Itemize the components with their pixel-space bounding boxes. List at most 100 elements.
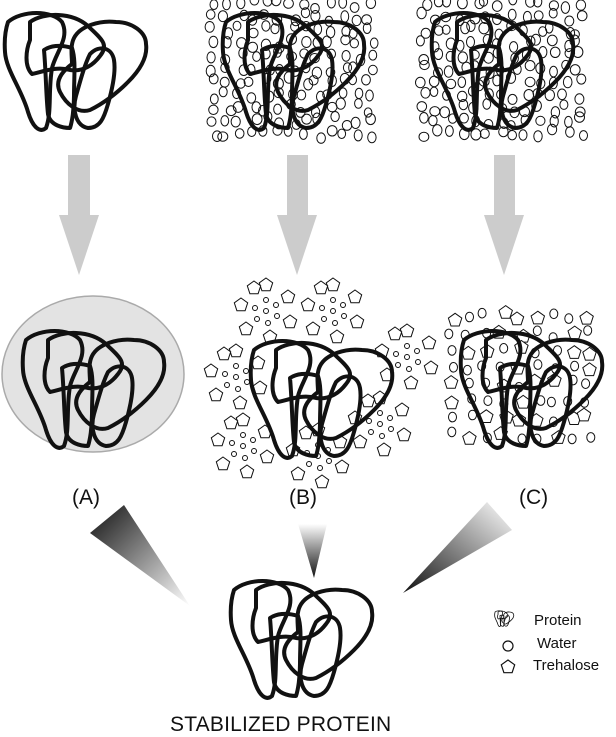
water-molecule — [457, 0, 468, 10]
legend-trehalose-label: Trehalose — [533, 657, 600, 674]
water-molecule — [560, 1, 571, 14]
trehalose-molecule — [567, 325, 582, 340]
water-molecule — [249, 0, 260, 6]
water-molecule — [448, 411, 457, 423]
water-molecule — [557, 88, 567, 101]
water-molecule — [525, 0, 536, 8]
water-molecule — [205, 9, 216, 20]
water-molecule — [428, 115, 438, 127]
water-molecule — [251, 101, 262, 114]
water-molecule — [326, 125, 338, 137]
water-molecule — [363, 107, 373, 118]
water-molecule — [419, 59, 430, 71]
water-molecule — [548, 7, 558, 19]
legend-trehalose-icon — [500, 659, 516, 674]
trehalose-molecule — [582, 362, 597, 377]
water-molecule — [415, 35, 425, 47]
water-molecule — [549, 46, 561, 58]
water-molecule — [235, 78, 246, 89]
water-molecule — [338, 87, 348, 99]
water-molecule — [457, 51, 468, 64]
water-molecule — [251, 113, 263, 126]
water-molecule — [362, 22, 372, 35]
water-molecule — [350, 116, 361, 130]
water-molecule — [303, 78, 314, 91]
down-arrow-b — [277, 155, 317, 275]
water-molecule — [420, 87, 431, 99]
water-molecule — [508, 0, 518, 6]
water-molecule — [335, 97, 346, 110]
water-molecule — [564, 115, 573, 128]
water-molecule — [222, 0, 231, 11]
water-molecule — [482, 98, 492, 110]
water-molecule — [311, 66, 323, 80]
caption-stabilized-protein: STABILIZED PROTEIN — [170, 713, 392, 736]
water-molecule — [491, 0, 503, 12]
water-molecule — [574, 111, 585, 123]
water-molecule — [208, 104, 219, 116]
water-molecule — [234, 128, 245, 139]
water-molecule — [474, 0, 485, 10]
water-molecule — [478, 0, 489, 7]
water-molecule — [575, 0, 587, 11]
water-molecule — [576, 10, 588, 22]
water-molecule — [308, 75, 319, 86]
water-molecule — [462, 364, 472, 376]
water-molecule — [230, 115, 241, 128]
water-molecule — [283, 0, 294, 9]
water-molecule — [499, 343, 509, 354]
water-molecule — [429, 106, 441, 117]
water-molecule — [261, 20, 271, 32]
stabilized-protein — [228, 579, 375, 700]
water-molecule — [204, 21, 215, 33]
water-molecule — [217, 131, 229, 142]
water-molecule — [478, 22, 490, 35]
water-molecule — [337, 128, 347, 140]
panel-label-c: (C) — [519, 486, 549, 509]
water-molecule — [565, 126, 575, 138]
top-protein-a — [2, 11, 149, 132]
water-molecule — [208, 35, 219, 49]
water-molecule — [548, 76, 558, 90]
water-molecule — [459, 112, 469, 124]
pointer-a — [90, 505, 190, 606]
water-molecule — [299, 128, 308, 140]
water-molecule — [546, 34, 558, 47]
water-molecule — [524, 60, 536, 72]
legend-protein-icon — [494, 610, 515, 627]
water-molecule — [219, 76, 230, 88]
water-molecule — [465, 311, 474, 323]
water-molecules-top-c — [415, 0, 588, 143]
water-molecule — [209, 0, 219, 10]
water-molecule — [535, 115, 546, 126]
trehalose-molecule — [447, 312, 463, 327]
water-molecule — [466, 19, 476, 32]
water-trehalose-mix-c — [443, 305, 597, 445]
water-molecule — [361, 14, 373, 26]
water-molecule — [507, 93, 518, 105]
water-molecule — [354, 98, 363, 109]
water-molecule — [340, 34, 351, 46]
water-molecule — [206, 51, 216, 64]
water-molecule — [432, 124, 443, 137]
water-molecule — [457, 76, 467, 88]
water-molecule — [209, 93, 219, 105]
water-molecule — [365, 89, 374, 102]
water-molecule — [422, 0, 433, 11]
water-molecule — [225, 105, 237, 117]
panel-label-b: (B) — [289, 486, 317, 509]
water-molecule — [243, 76, 254, 88]
water-molecule — [326, 0, 336, 9]
water-molecule — [354, 87, 364, 100]
water-molecule — [217, 10, 228, 23]
water-molecule — [498, 126, 509, 138]
pointer-c — [403, 502, 512, 593]
water-molecule — [549, 65, 558, 78]
water-molecule — [252, 51, 262, 62]
water-molecule — [439, 106, 451, 119]
water-molecule — [564, 15, 575, 27]
water-molecule — [205, 64, 216, 78]
water-molecule — [447, 345, 457, 356]
water-molecule — [581, 378, 591, 390]
